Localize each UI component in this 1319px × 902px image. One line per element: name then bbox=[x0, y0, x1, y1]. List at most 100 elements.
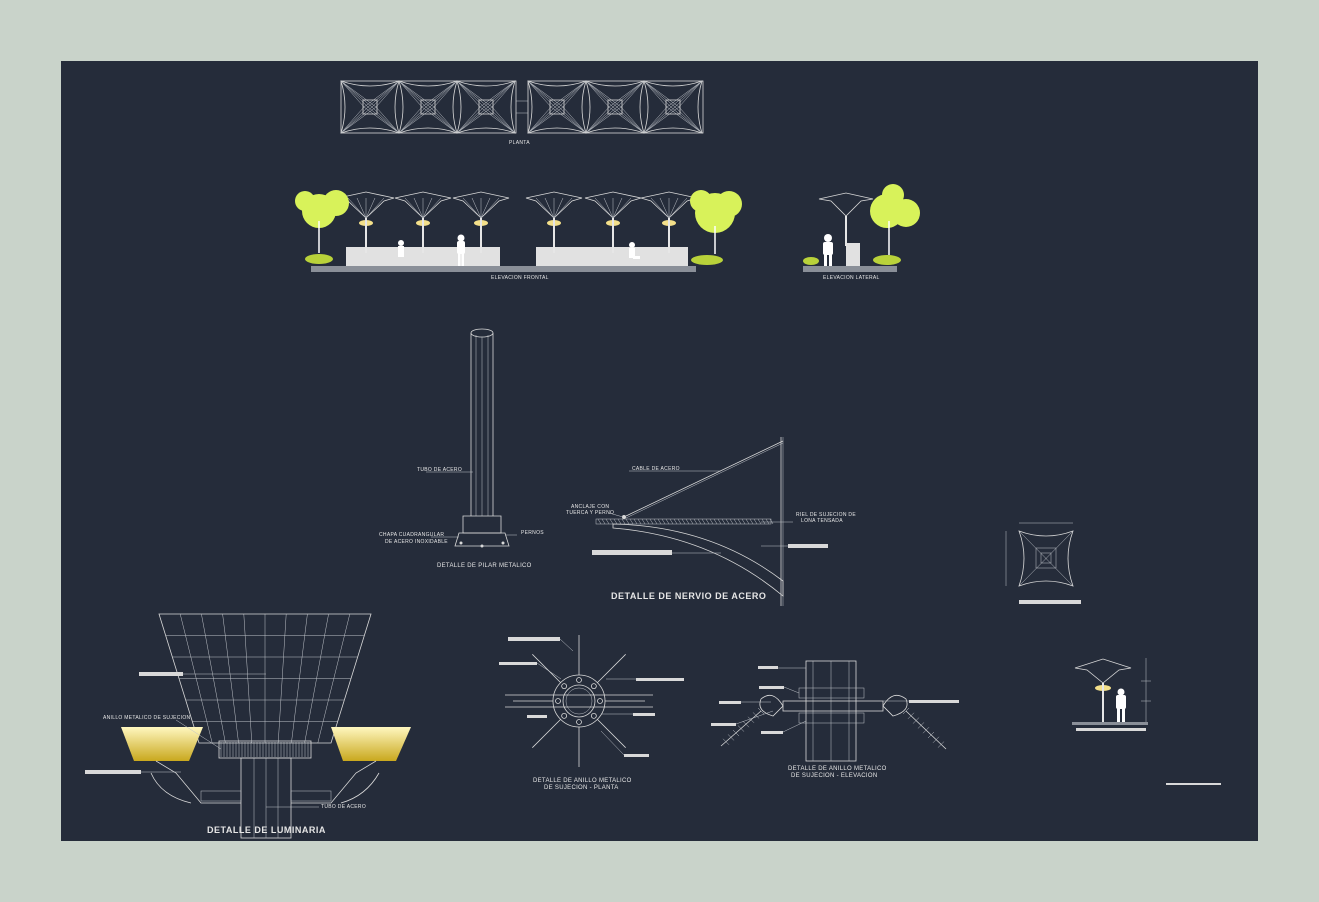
drawing-line bbox=[661, 518, 666, 525]
label-anclaje-2: TUERCA Y PERNO bbox=[566, 510, 614, 516]
drawing-line bbox=[585, 106, 610, 134]
drawing-line bbox=[670, 106, 703, 134]
drawing-line bbox=[601, 518, 606, 525]
label-anillo-sujecion: ANILLO METALICO DE SUJECION bbox=[103, 715, 191, 721]
drawing-line bbox=[620, 106, 645, 134]
drawing-sheet: PLANTA bbox=[61, 61, 1258, 841]
drawing-line bbox=[425, 106, 458, 134]
drawing-line bbox=[422, 197, 442, 219]
canopy bbox=[394, 191, 452, 219]
drawing-line bbox=[681, 518, 686, 525]
rib-detail: CABLE DE ACERO ANCLAJE CON TUERCA Y PERN… bbox=[566, 437, 856, 606]
drawing-line bbox=[553, 197, 573, 219]
drawing-line bbox=[553, 197, 564, 219]
plan-cell-center bbox=[607, 99, 623, 115]
drawing-line bbox=[398, 106, 423, 134]
label-riel-2: LONA TENSADA bbox=[801, 518, 843, 524]
drawing-line bbox=[643, 106, 676, 134]
drawing-line bbox=[665, 518, 670, 525]
plan-cell bbox=[340, 80, 400, 134]
ring-bolt bbox=[590, 683, 597, 690]
ring-elev-title-1: DETALLE DE ANILLO METALICO bbox=[788, 766, 887, 772]
drawing-line bbox=[737, 725, 745, 732]
drawing-line bbox=[456, 80, 485, 108]
drawing-line bbox=[613, 518, 618, 525]
drawing-line bbox=[544, 197, 555, 219]
drawing-line bbox=[609, 518, 614, 525]
tree-left bbox=[295, 190, 349, 264]
drawing-line bbox=[340, 80, 365, 108]
drawing-line bbox=[677, 518, 682, 525]
drawing-line bbox=[491, 106, 516, 134]
drawing-line bbox=[732, 729, 740, 737]
drawing-line bbox=[487, 80, 516, 108]
seated-person-figure bbox=[398, 240, 404, 257]
ring-ray bbox=[597, 719, 626, 748]
drawing-line bbox=[597, 518, 602, 525]
drawing-line bbox=[643, 106, 672, 134]
drawing-line bbox=[721, 518, 726, 525]
label-anclaje-1: ANCLAJE CON bbox=[571, 504, 609, 510]
drawing-line bbox=[527, 80, 564, 108]
canopy-module-elevation bbox=[1072, 658, 1221, 785]
drawing-line bbox=[633, 518, 638, 525]
drawing-line bbox=[429, 80, 458, 108]
drawing-line bbox=[594, 197, 614, 219]
drawing-line bbox=[685, 518, 690, 525]
seated-person-figure bbox=[629, 242, 640, 259]
drawing-line bbox=[535, 197, 555, 219]
plan-cell-center bbox=[478, 99, 494, 115]
drawing-line bbox=[527, 80, 552, 108]
drawing-line bbox=[433, 80, 458, 108]
front-elevation: ELEVACION FRONTAL bbox=[295, 190, 742, 281]
drawing-line bbox=[585, 106, 614, 134]
drawing-line bbox=[340, 106, 377, 134]
drawing-line bbox=[429, 106, 458, 134]
ring-bolt bbox=[561, 712, 568, 719]
drawing-line bbox=[456, 80, 481, 108]
drawing-line bbox=[456, 106, 481, 134]
drawing-line bbox=[617, 518, 622, 525]
drawing-line bbox=[729, 518, 734, 525]
plan-cell bbox=[456, 80, 516, 134]
drawing-line bbox=[713, 518, 718, 525]
drawing-line bbox=[717, 518, 722, 525]
drawing-line bbox=[462, 197, 482, 219]
drawing-line bbox=[741, 518, 746, 525]
drawing-line bbox=[643, 106, 668, 134]
drawing-line bbox=[375, 106, 400, 134]
drawing-line bbox=[620, 80, 645, 108]
drawing-line bbox=[605, 518, 610, 525]
ring-plan-title-2: DE SUJECION - PLANTA bbox=[544, 785, 619, 791]
plan-view: PLANTA bbox=[340, 80, 704, 146]
drawing-line bbox=[937, 741, 945, 748]
drawing-line bbox=[737, 518, 742, 525]
drawing-line bbox=[585, 80, 622, 108]
drawing-line bbox=[669, 518, 674, 525]
drawing-line bbox=[922, 727, 930, 734]
drawing-line bbox=[527, 80, 560, 108]
plan-cell-center bbox=[362, 99, 378, 115]
drawing-line bbox=[365, 197, 385, 219]
drawing-line bbox=[603, 197, 614, 219]
label-pernos: PERNOS bbox=[521, 530, 544, 536]
drawing-line bbox=[398, 106, 435, 134]
drawing-line bbox=[752, 712, 760, 719]
drawing-line bbox=[347, 197, 367, 219]
tree-right bbox=[690, 190, 742, 265]
ring-ray bbox=[532, 654, 561, 683]
drawing-line bbox=[456, 106, 485, 134]
drawing-line bbox=[757, 707, 765, 715]
ring-bolt bbox=[561, 683, 568, 690]
label-riel-1: RIEL DE SUJECION DE bbox=[796, 512, 856, 518]
drawing-line bbox=[668, 197, 688, 219]
drawing-line bbox=[558, 106, 587, 134]
drawing-line bbox=[742, 721, 750, 728]
drawing-line bbox=[907, 712, 915, 719]
drawing-line bbox=[483, 80, 516, 108]
drawing-line bbox=[340, 106, 365, 134]
ring-plan-title-1: DETALLE DE ANILLO METALICO bbox=[533, 778, 632, 784]
drawing-line bbox=[422, 197, 433, 219]
label-tubo-acero: TUBO DE ACERO bbox=[417, 467, 462, 473]
drawing-line bbox=[674, 106, 703, 134]
